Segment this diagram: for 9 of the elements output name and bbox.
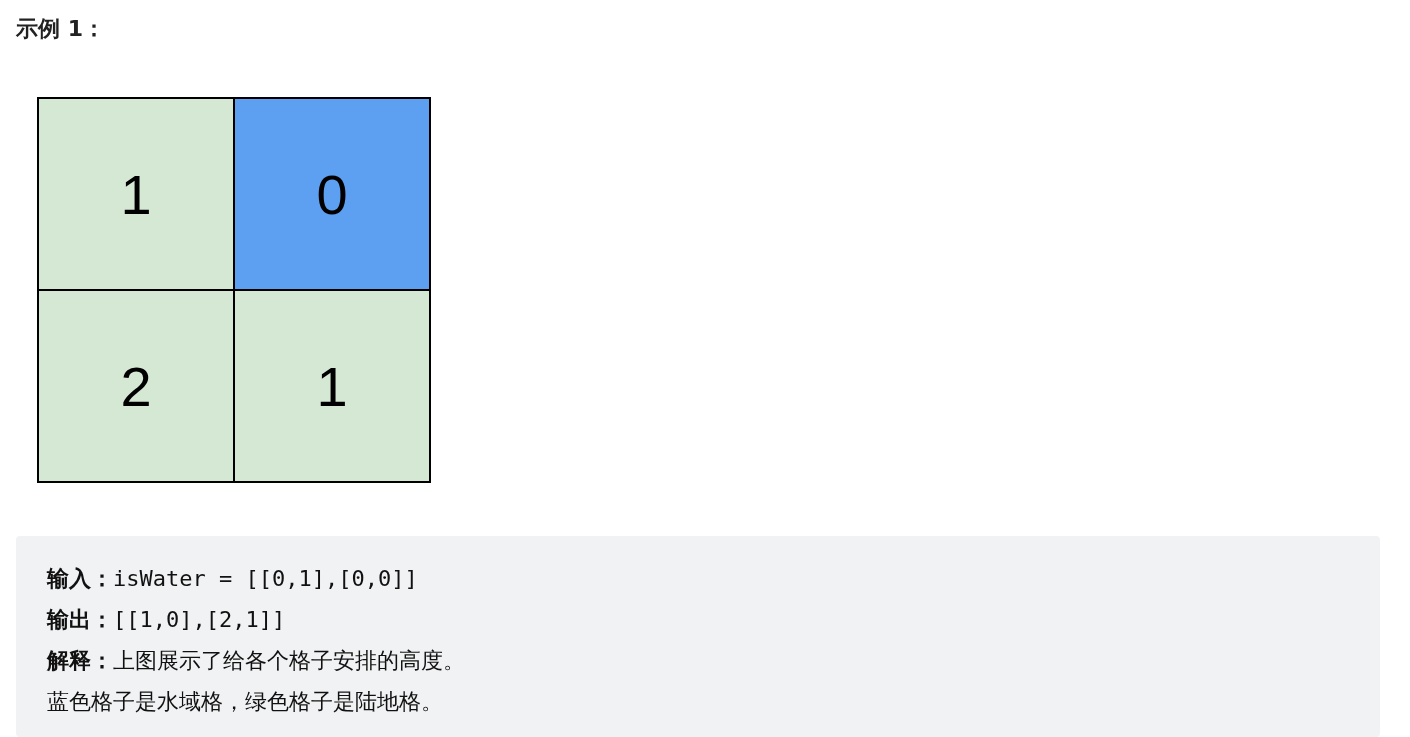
grid-cell: 1 — [233, 289, 431, 483]
example-text-line: 输出：[[1,0],[2,1]] — [47, 606, 286, 634]
grid-cell: 1 — [37, 97, 235, 291]
example-text-line: 输入：isWater = [[0,1],[0,0]] — [47, 565, 418, 593]
grid-cell: 0 — [233, 97, 431, 291]
example-heading: 示例 1： — [16, 15, 105, 43]
example-text-line: 蓝色格子是水域格，绿色格子是陆地格。 — [47, 688, 443, 716]
grid-cell: 2 — [37, 289, 235, 483]
example-text-line: 解释：上图展示了给各个格子安排的高度。 — [47, 646, 465, 675]
